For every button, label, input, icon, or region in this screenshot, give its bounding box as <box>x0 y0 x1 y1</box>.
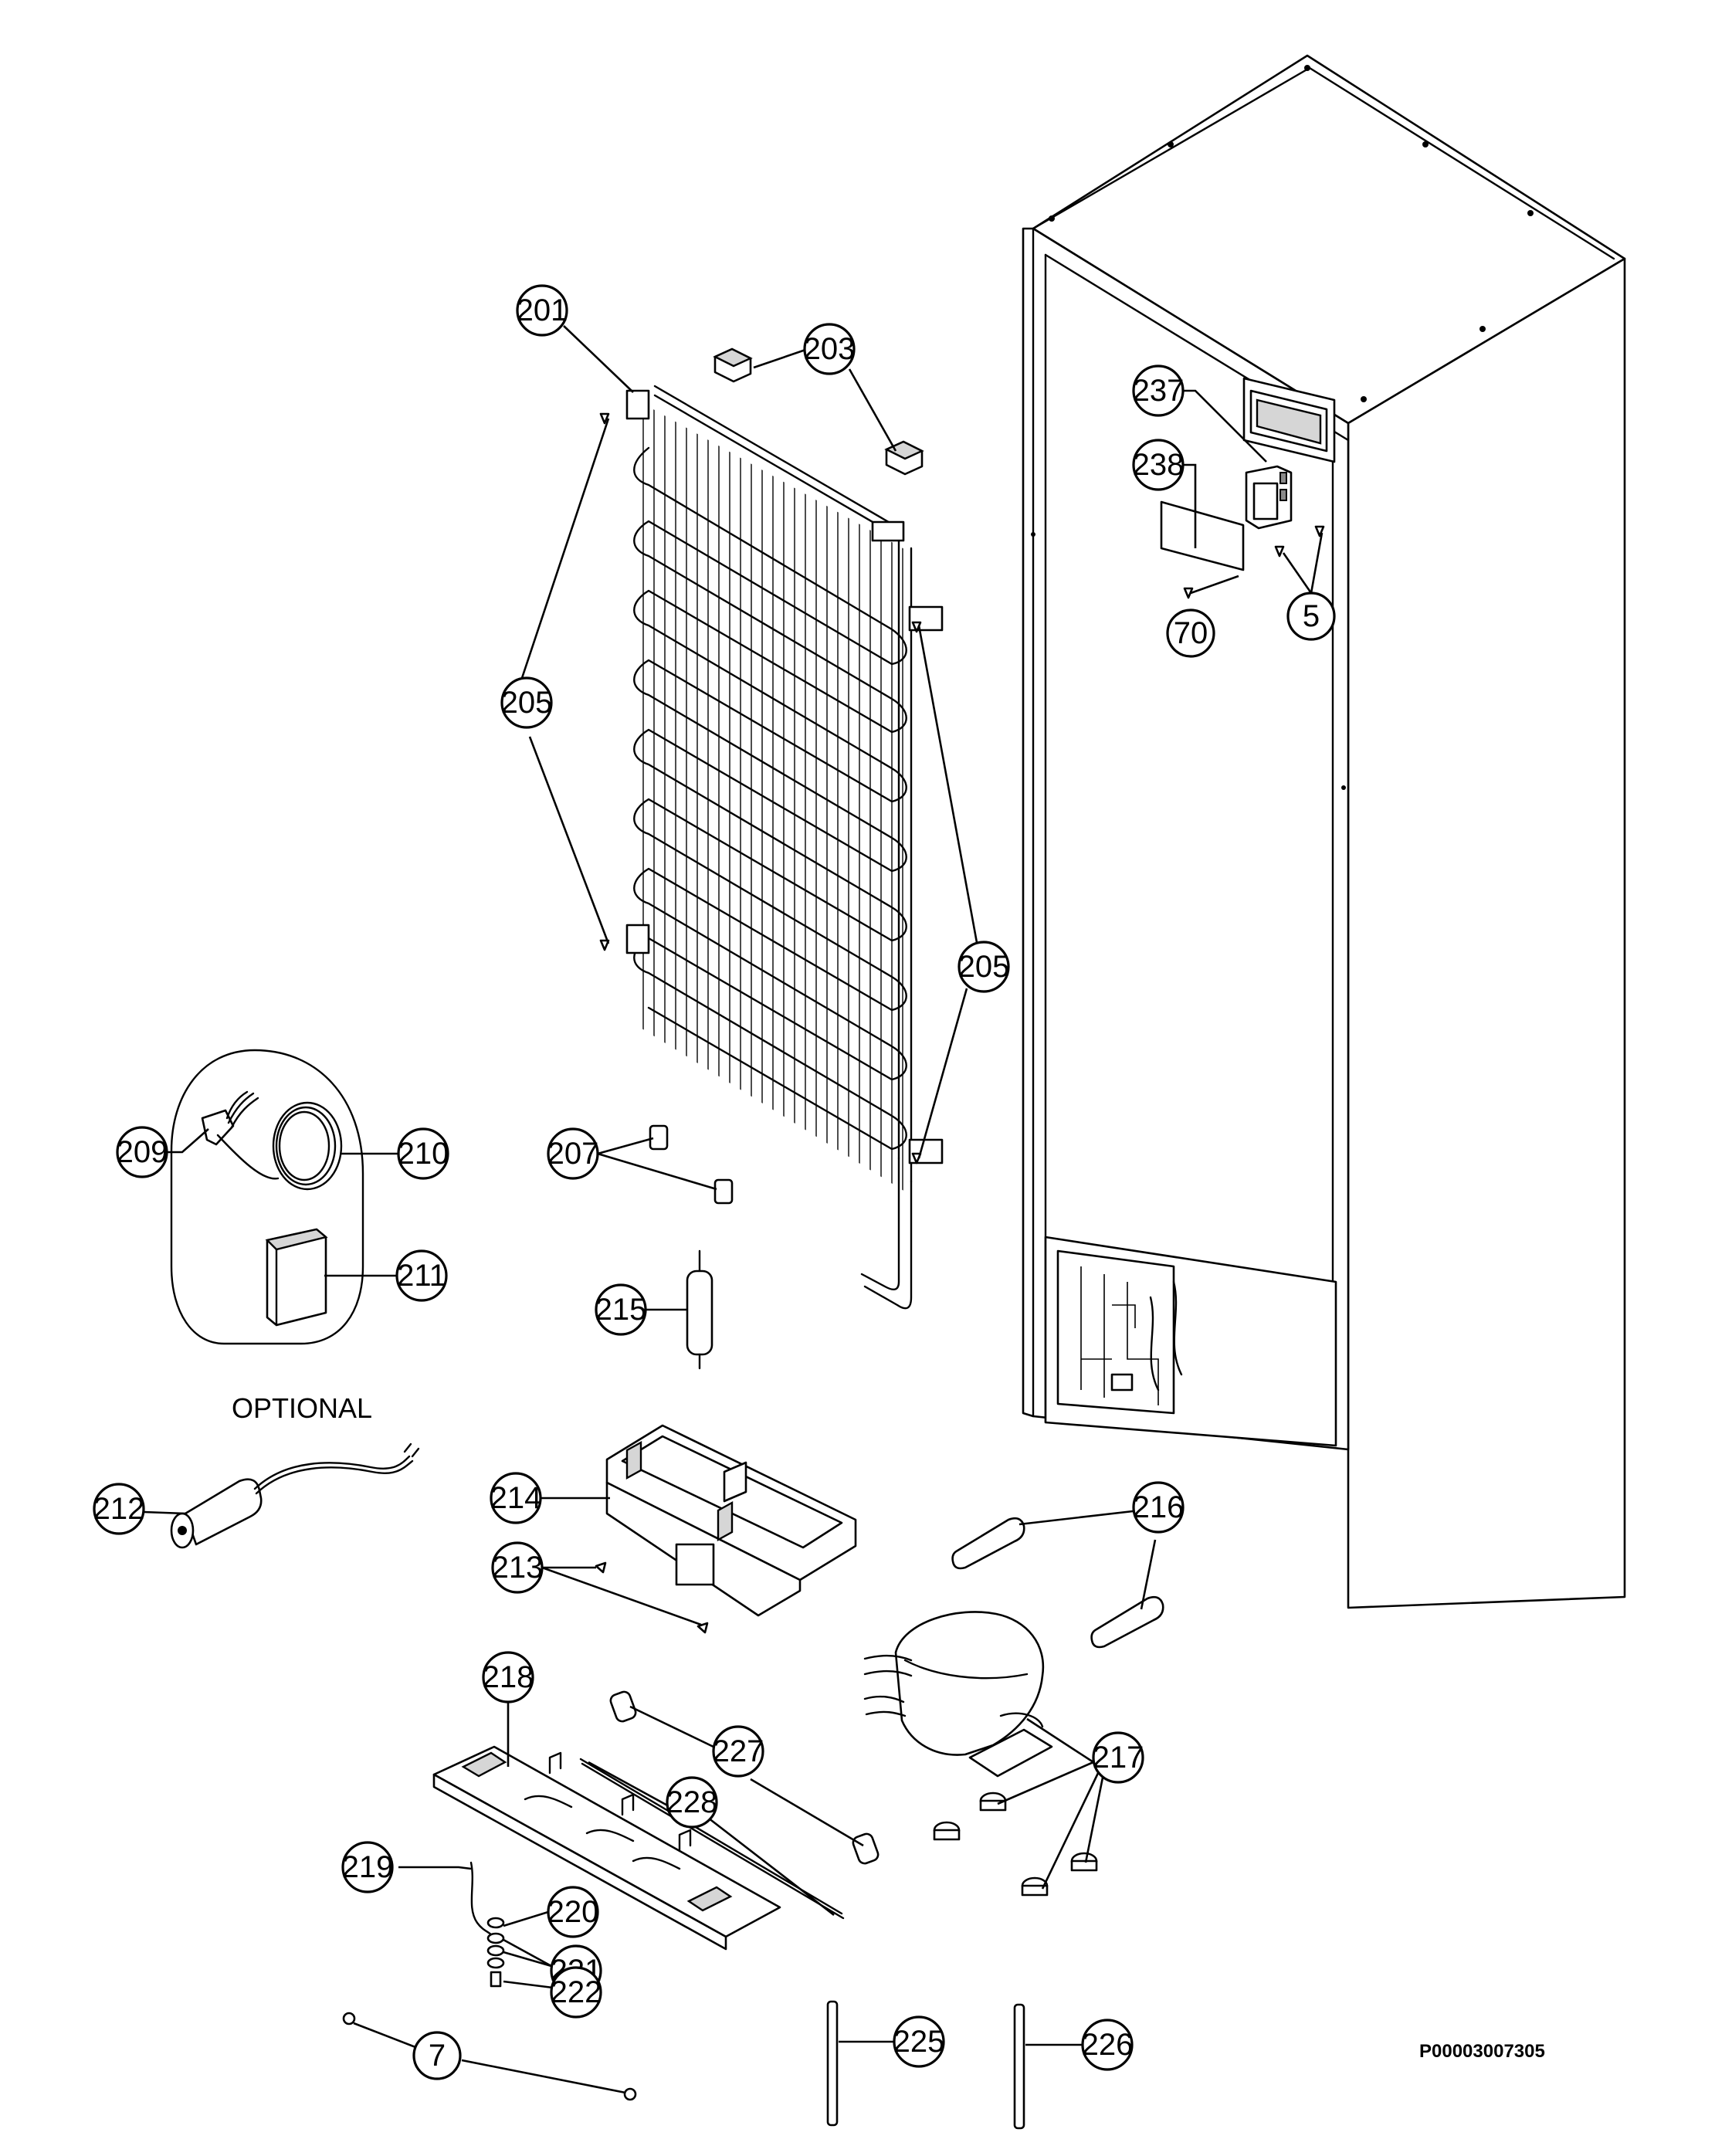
svg-text:212: 212 <box>93 1492 145 1526</box>
balloon-201: 201 <box>516 284 568 337</box>
capacitor-part <box>170 1442 420 1549</box>
balloon-222: 222 <box>550 1966 602 2019</box>
svg-text:207: 207 <box>547 1137 599 1171</box>
thermostat-part <box>1245 465 1293 530</box>
balloon-237: 237 <box>1132 364 1185 417</box>
leader-lines <box>143 325 1324 2094</box>
balloon-238: 238 <box>1132 439 1185 491</box>
svg-text:205: 205 <box>958 950 1010 984</box>
svg-text:216: 216 <box>1133 1490 1185 1524</box>
svg-text:213: 213 <box>492 1551 544 1585</box>
compressor-part <box>863 1611 1098 1897</box>
svg-text:209: 209 <box>117 1135 168 1169</box>
svg-text:7: 7 <box>429 2039 446 2073</box>
balloon-213: 213 <box>491 1541 544 1594</box>
balloon-226: 226 <box>1081 2019 1134 2071</box>
optional-accessories-group <box>170 1049 364 1345</box>
balloon-227: 227 <box>712 1725 764 1778</box>
connector-pins <box>826 2000 1025 2130</box>
svg-text:205: 205 <box>501 686 553 720</box>
balloon-218: 218 <box>482 1651 534 1703</box>
balloon-205-right: 205 <box>957 941 1010 993</box>
svg-text:5: 5 <box>1303 599 1320 633</box>
balloon-70: 70 <box>1166 608 1215 658</box>
clamps-part <box>951 1517 1164 1649</box>
balloon-215: 215 <box>595 1283 647 1336</box>
drawing-code: P00003007305 <box>1419 2041 1545 2062</box>
balloon-209: 209 <box>116 1126 168 1178</box>
balloon-228: 228 <box>666 1776 718 1829</box>
filter-drier <box>686 1249 713 1370</box>
svg-text:219: 219 <box>342 1850 394 1884</box>
balloon-216: 216 <box>1132 1481 1185 1534</box>
grommets <box>933 1792 1098 1897</box>
svg-text:227: 227 <box>713 1734 764 1768</box>
balloon-210: 210 <box>397 1127 449 1180</box>
balloon-220: 220 <box>547 1886 599 1938</box>
svg-text:222: 222 <box>551 1975 602 2009</box>
balloon-217: 217 <box>1092 1731 1144 1784</box>
svg-text:70: 70 <box>1174 616 1208 650</box>
svg-text:220: 220 <box>547 1895 599 1929</box>
svg-text:228: 228 <box>666 1785 718 1819</box>
svg-text:217: 217 <box>1093 1741 1144 1775</box>
svg-text:211: 211 <box>397 1259 446 1293</box>
cabinet-screws <box>1031 65 1534 790</box>
optional-caption: OPTIONAL <box>232 1392 372 1424</box>
balloon-205-left: 205 <box>500 676 553 729</box>
refrigerator-cabinet <box>1022 54 1626 1609</box>
svg-text:225: 225 <box>893 2025 945 2059</box>
balloon-5: 5 <box>1286 592 1336 641</box>
svg-text:237: 237 <box>1133 374 1185 408</box>
balloon-214: 214 <box>490 1472 542 1524</box>
svg-text:201: 201 <box>517 293 568 327</box>
drip-tray-part <box>605 1424 857 1617</box>
svg-text:226: 226 <box>1082 2028 1134 2062</box>
base-screws <box>342 2012 637 2101</box>
compressor-base-plate <box>432 1745 781 1951</box>
svg-text:214: 214 <box>490 1481 542 1515</box>
thermostat-screws <box>1183 525 1325 599</box>
balloon-7: 7 <box>412 2031 462 2080</box>
tray-screws <box>595 1561 709 1634</box>
balloon-211: 211 <box>395 1249 448 1302</box>
condenser <box>625 385 944 1310</box>
spacers-part <box>649 1124 734 1205</box>
washers-and-bolt <box>486 1917 505 1988</box>
svg-text:203: 203 <box>804 332 856 366</box>
balloon-203: 203 <box>803 323 856 375</box>
balloon-225: 225 <box>893 2015 945 2068</box>
balloon-212: 212 <box>93 1483 145 1535</box>
balloon-207: 207 <box>547 1127 599 1180</box>
svg-text:238: 238 <box>1133 448 1185 482</box>
earth-wire <box>469 1861 496 1943</box>
balloon-219: 219 <box>341 1841 394 1893</box>
svg-text:215: 215 <box>595 1293 647 1327</box>
condenser-coils <box>633 446 907 1151</box>
svg-text:218: 218 <box>483 1660 534 1694</box>
svg-text:210: 210 <box>398 1137 449 1171</box>
thermostat-cover-part <box>1160 500 1245 571</box>
